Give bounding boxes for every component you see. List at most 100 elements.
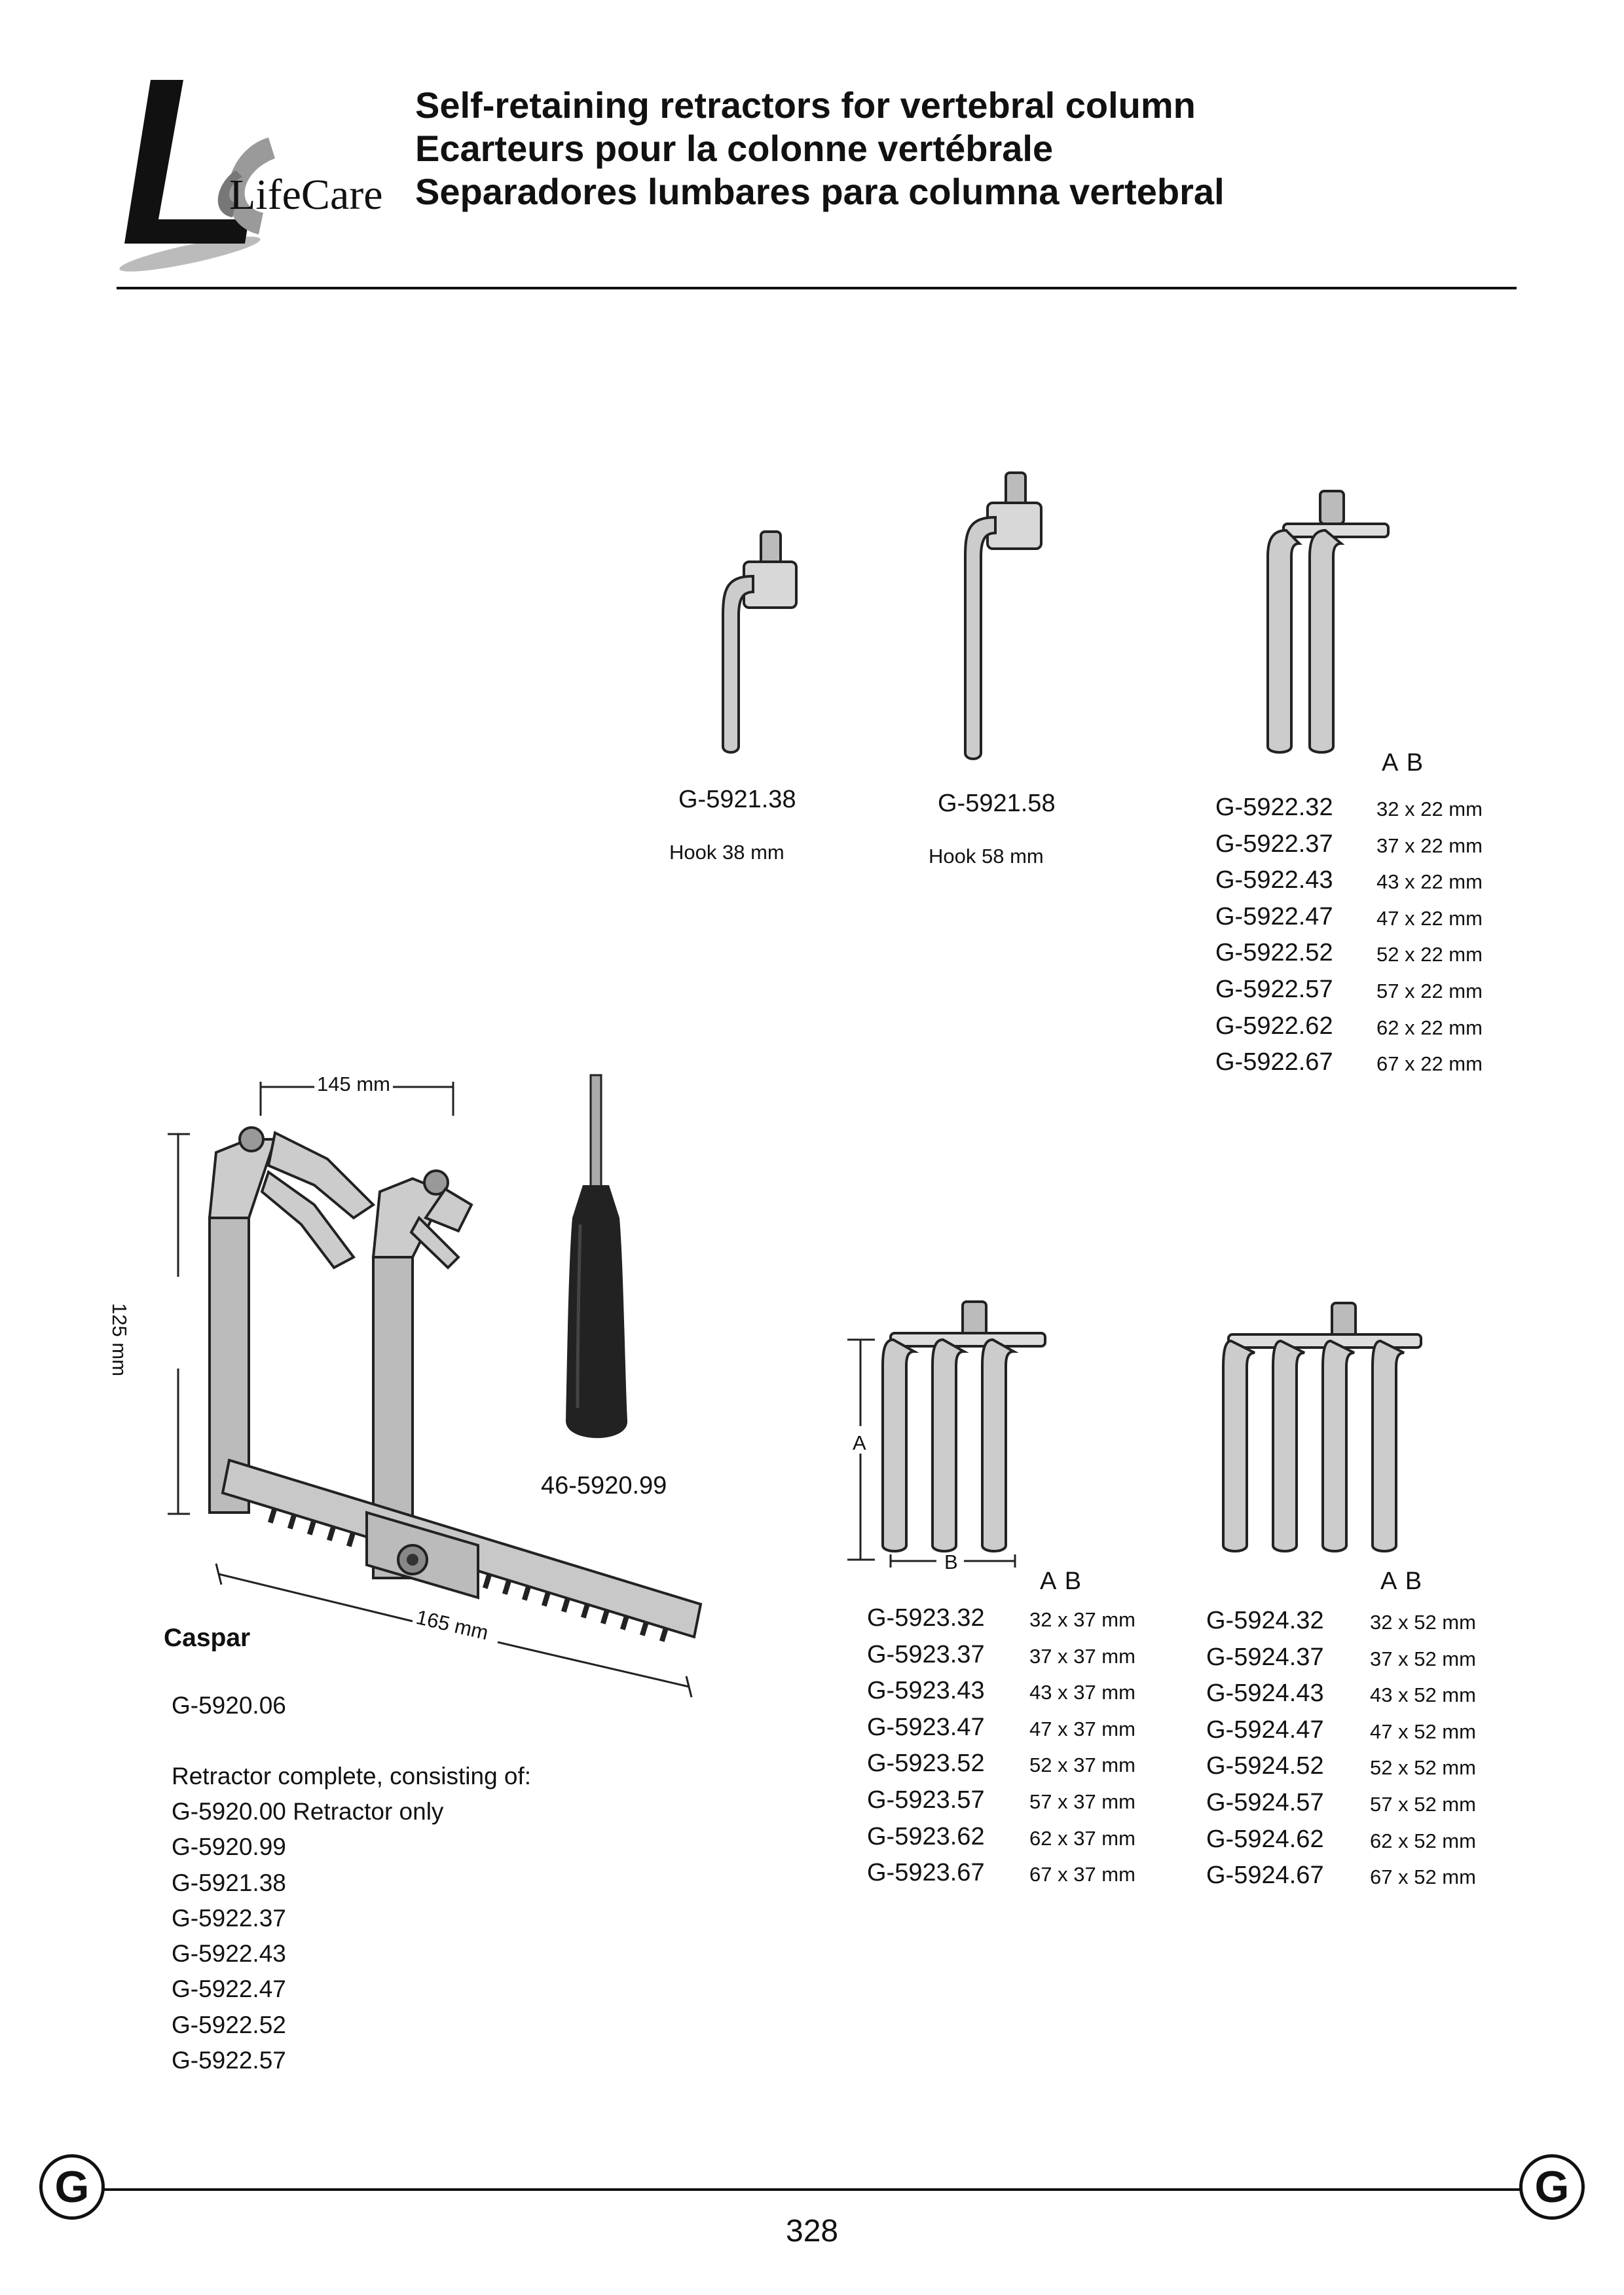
item-code: G-5922.37 [1215, 830, 1333, 858]
caspar-name: Caspar [164, 1624, 251, 1652]
blade-3-image [847, 1300, 1046, 1568]
table-row: G-5924.67 67 x 52 mm [1206, 1862, 1507, 1898]
hook-58-code: G-5921.58 [938, 790, 1056, 817]
logo-brand: LifeCare [229, 171, 383, 219]
footer-rule [98, 2188, 1526, 2191]
item-code: G-5922.32 [1215, 794, 1333, 821]
item-size: 52 x 22 mm [1376, 943, 1483, 966]
item-code: G-5923.32 [867, 1604, 985, 1632]
item-size: 52 x 37 mm [1029, 1753, 1135, 1777]
section-badge-right: G [1519, 2154, 1585, 2220]
item-size: 62 x 52 mm [1370, 1829, 1476, 1852]
item-code: G-5922.52 [1215, 939, 1333, 967]
item-size: 52 x 52 mm [1370, 1756, 1476, 1780]
item-code: G-5924.52 [1206, 1752, 1324, 1780]
hook-58-desc: Hook 58 mm [929, 845, 1044, 868]
item-code: G-5924.37 [1206, 1643, 1324, 1671]
screwdriver-code: 46-5920.99 [541, 1472, 667, 1499]
blade-2-ab-header: A B [1382, 749, 1425, 777]
item-size: 43 x 37 mm [1029, 1681, 1135, 1704]
title-es: Separadores lumbares para columna verteb… [415, 171, 1225, 212]
item-code: G-5923.67 [867, 1859, 985, 1887]
item-code: G-5923.57 [867, 1786, 985, 1814]
item-code: G-5923.43 [867, 1677, 985, 1705]
header-rule [117, 287, 1517, 289]
item-size: 67 x 37 mm [1029, 1863, 1135, 1886]
item-code: G-5923.52 [867, 1750, 985, 1778]
list-item: G-5920.00 Retractor only [172, 1798, 444, 1825]
table-row: G-5923.47 47 x 37 mm [867, 1714, 1168, 1750]
hook-58-image [964, 471, 1043, 760]
table-row: G-5924.43 43 x 52 mm [1206, 1680, 1507, 1716]
table-row: G-5923.32 32 x 37 mm [867, 1604, 1168, 1641]
table-row: G-5924.37 37 x 52 mm [1206, 1643, 1507, 1680]
section-letter-right: G [1534, 2162, 1570, 2212]
caspar-height-dim: 125 mm [108, 1303, 131, 1376]
table-row: G-5923.67 67 x 37 mm [867, 1859, 1168, 1896]
blade-3-dim-a: A [853, 1431, 866, 1454]
table-row: G-5924.52 52 x 52 mm [1206, 1752, 1507, 1789]
list-item: G-5922.57 [172, 2047, 286, 2074]
blade-2-image [1266, 490, 1390, 754]
logo-mark [119, 80, 275, 272]
item-code: G-5923.47 [867, 1713, 985, 1741]
item-code: G-5924.43 [1206, 1680, 1324, 1708]
item-size: 37 x 52 mm [1370, 1647, 1476, 1670]
item-size: 47 x 37 mm [1029, 1717, 1135, 1740]
blade-3-ab-header: A B [1040, 1568, 1083, 1595]
table-row: G-5924.62 62 x 52 mm [1206, 1826, 1507, 1862]
blade-3-dim-b: B [944, 1551, 958, 1573]
caspar-width-dim: 145 mm [317, 1073, 390, 1095]
list-item: G-5921.38 [172, 1869, 286, 1896]
item-size: 43 x 52 mm [1370, 1683, 1476, 1707]
table-row: G-5924.47 47 x 52 mm [1206, 1716, 1507, 1753]
page-number: 328 [786, 2214, 839, 2249]
hook-38-code: G-5921.38 [678, 786, 796, 813]
item-code: G-5924.67 [1206, 1862, 1324, 1890]
logo: LifeCare [111, 72, 386, 272]
title-en: Self-retaining retractors for vertebral … [415, 84, 1196, 126]
item-code: G-5924.32 [1206, 1607, 1324, 1634]
item-size: 32 x 52 mm [1370, 1611, 1476, 1634]
hook-38-image [722, 530, 798, 754]
item-size: 62 x 22 mm [1376, 1016, 1483, 1039]
caspar-complete-label: Retractor complete, consisting of: [172, 1763, 532, 1790]
item-size: 67 x 52 mm [1370, 1865, 1476, 1889]
item-code: G-5924.62 [1206, 1825, 1324, 1853]
table-row: G-5923.52 52 x 37 mm [867, 1750, 1168, 1786]
caspar-retractor-image [168, 1082, 703, 1698]
list-item: G-5922.37 [172, 1904, 286, 1932]
section-letter-left: G [54, 2162, 90, 2212]
item-code: G-5924.47 [1206, 1716, 1324, 1744]
item-code: G-5922.67 [1215, 1048, 1333, 1076]
item-size: 47 x 52 mm [1370, 1719, 1476, 1743]
item-code: G-5922.57 [1215, 975, 1333, 1003]
list-item: G-5920.99 [172, 1833, 286, 1861]
item-size: 37 x 37 mm [1029, 1644, 1135, 1668]
list-item: G-5922.43 [172, 1940, 286, 1968]
table-row: G-5923.43 43 x 37 mm [867, 1677, 1168, 1714]
item-size: 43 x 22 mm [1376, 870, 1483, 894]
table-row: G-5922.57 57 x 22 mm [1215, 976, 1530, 1012]
item-size: 32 x 37 mm [1029, 1608, 1135, 1631]
screwdriver-image [566, 1074, 628, 1439]
hook-38-desc: Hook 38 mm [669, 841, 784, 864]
table-row: G-5924.32 32 x 52 mm [1206, 1607, 1507, 1643]
item-size: 67 x 22 mm [1376, 1052, 1483, 1076]
item-size: 57 x 22 mm [1376, 979, 1483, 1002]
item-code: G-5922.47 [1215, 902, 1333, 930]
item-code: G-5924.57 [1206, 1788, 1324, 1816]
blade-4-ab-header: A B [1380, 1568, 1424, 1595]
table-row: G-5922.67 67 x 22 mm [1215, 1048, 1530, 1085]
item-code: G-5923.62 [867, 1822, 985, 1850]
section-badge-left: G [39, 2154, 105, 2220]
